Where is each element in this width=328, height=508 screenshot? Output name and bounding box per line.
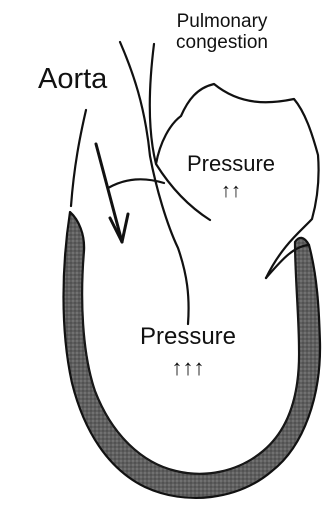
- ventricular-pressure-text: Pressure: [114, 324, 262, 350]
- pulmonary-congestion-line-2: congestion: [148, 33, 296, 54]
- pulmonary-congestion-label: Pulmonary congestion: [148, 12, 296, 54]
- flow-arrow-shaft: [96, 144, 122, 242]
- atrial-pressure-label: Pressure ↑↑: [178, 152, 284, 202]
- atrial-pressure-text: Pressure: [178, 152, 284, 176]
- ventricular-pressure-arrows: ↑↑↑: [114, 356, 262, 380]
- aorta-label: Aorta: [38, 64, 107, 96]
- atrial-pressure-arrows: ↑↑: [178, 180, 284, 202]
- pulmonary-congestion-line-1: Pulmonary: [148, 12, 296, 33]
- ventricular-pressure-label: Pressure ↑↑↑: [114, 324, 262, 381]
